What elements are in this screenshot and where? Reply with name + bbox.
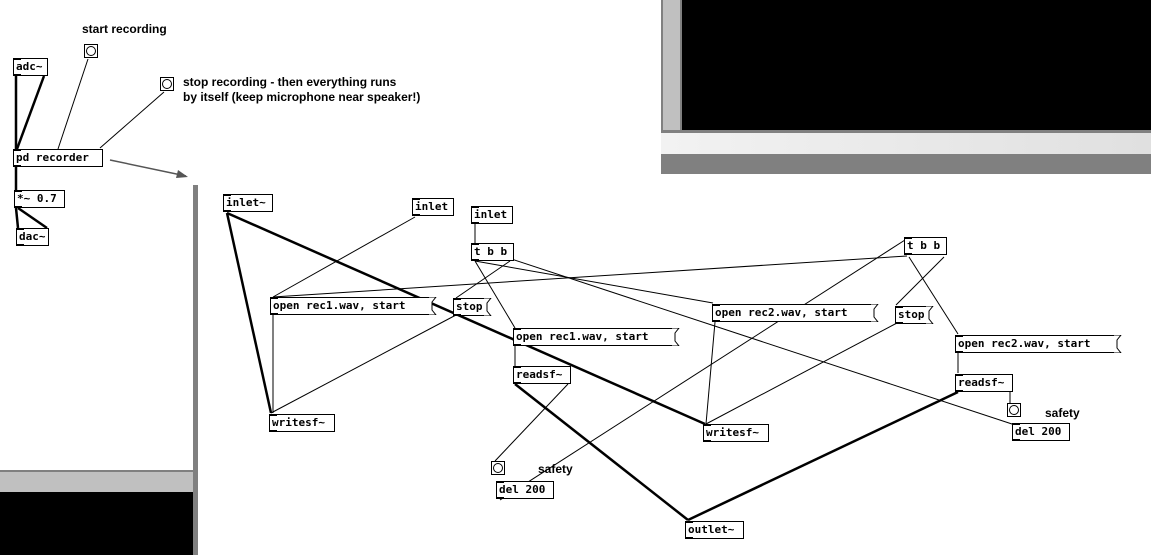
cord (14, 207, 20, 229)
message-flag-icon (926, 306, 934, 324)
cord (225, 212, 273, 414)
delay-object-2[interactable]: del 200 (1012, 423, 1070, 441)
cord (474, 260, 516, 329)
cord (226, 211, 706, 426)
message-open-rec2-read[interactable]: open rec2.wav, start (955, 335, 1122, 353)
message-open-rec1-write[interactable]: open rec1.wav, start (270, 297, 437, 315)
adc-object[interactable]: adc~ (13, 58, 48, 76)
message-text: open rec2.wav, start (958, 337, 1091, 350)
message-open-rec1-read[interactable]: open rec1.wav, start (513, 328, 680, 346)
message-flag-icon (429, 297, 437, 315)
writesf-object-1[interactable]: writesf~ (269, 414, 335, 432)
comment-stop-recording-line1: stop recording - then everything runs (183, 75, 397, 89)
cord (272, 255, 908, 298)
cord (270, 314, 457, 414)
window-canvas-bottom-left (0, 492, 193, 555)
cord (494, 383, 569, 462)
comment-safety-2: safety (1045, 406, 1080, 420)
inlet-signal-object[interactable]: inlet~ (223, 194, 273, 212)
message-open-rec2-write[interactable]: open rec2.wav, start (712, 304, 879, 322)
safety-bang-1[interactable] (491, 461, 505, 475)
message-text: stop (456, 300, 483, 313)
comment-stop-recording-line2: by itself (keep microphone near speaker!… (183, 90, 421, 104)
cord (99, 91, 165, 149)
window-canvas-top-right (682, 0, 1151, 130)
cord (455, 260, 511, 299)
message-stop-2[interactable]: stop (895, 306, 934, 324)
cord (895, 256, 945, 306)
safety-bang-2[interactable] (1007, 403, 1021, 417)
outlet-signal-object[interactable]: outlet~ (685, 521, 744, 539)
start-recording-bang[interactable] (84, 44, 98, 58)
cord (17, 206, 48, 230)
inlet-object-1[interactable]: inlet (412, 198, 454, 216)
arrow (109, 159, 187, 177)
cord (474, 260, 714, 304)
message-text: open rec1.wav, start (516, 330, 649, 343)
cord (705, 321, 716, 425)
stop-recording-bang[interactable] (160, 77, 174, 91)
cord (499, 239, 906, 501)
inlet-object-2[interactable]: inlet (471, 206, 513, 224)
cord (57, 58, 89, 150)
bang-circle-icon (1009, 405, 1019, 415)
comment-safety-1: safety (538, 462, 573, 476)
bang-circle-icon (493, 463, 503, 473)
pd-recorder-object[interactable]: pd recorder (13, 149, 103, 167)
cord (705, 322, 898, 425)
arrow-head (176, 170, 188, 178)
dac-object[interactable]: dac~ (16, 228, 49, 246)
comment-start-recording: start recording (82, 22, 167, 36)
bang-circle-icon (86, 46, 96, 56)
message-flag-icon (672, 328, 680, 346)
message-flag-icon (1114, 335, 1122, 353)
cord (15, 75, 46, 150)
window-scrollbar-top-right (663, 0, 680, 130)
cord (514, 383, 689, 521)
delay-object-1[interactable]: del 200 (496, 481, 554, 499)
cord (908, 256, 959, 335)
message-text: open rec1.wav, start (273, 299, 406, 312)
message-stop-1[interactable]: stop (453, 298, 492, 316)
window-edge-vertical (193, 185, 198, 555)
cord (687, 390, 959, 522)
message-flag-icon (484, 298, 492, 316)
trigger-bang-bang-2[interactable]: t b b (904, 237, 947, 255)
readsf-object-1[interactable]: readsf~ (513, 366, 571, 384)
window-statusbar-top-right (661, 133, 1151, 154)
writesf-object-2[interactable]: writesf~ (703, 424, 769, 442)
bang-circle-icon (162, 79, 172, 89)
message-text: stop (898, 308, 925, 321)
trigger-bang-bang-1[interactable]: t b b (471, 243, 514, 261)
message-text: open rec2.wav, start (715, 306, 848, 319)
multiply-object[interactable]: *~ 0.7 (14, 190, 65, 208)
message-flag-icon (871, 304, 879, 322)
cord (272, 216, 416, 298)
readsf-object-2[interactable]: readsf~ (955, 374, 1013, 392)
